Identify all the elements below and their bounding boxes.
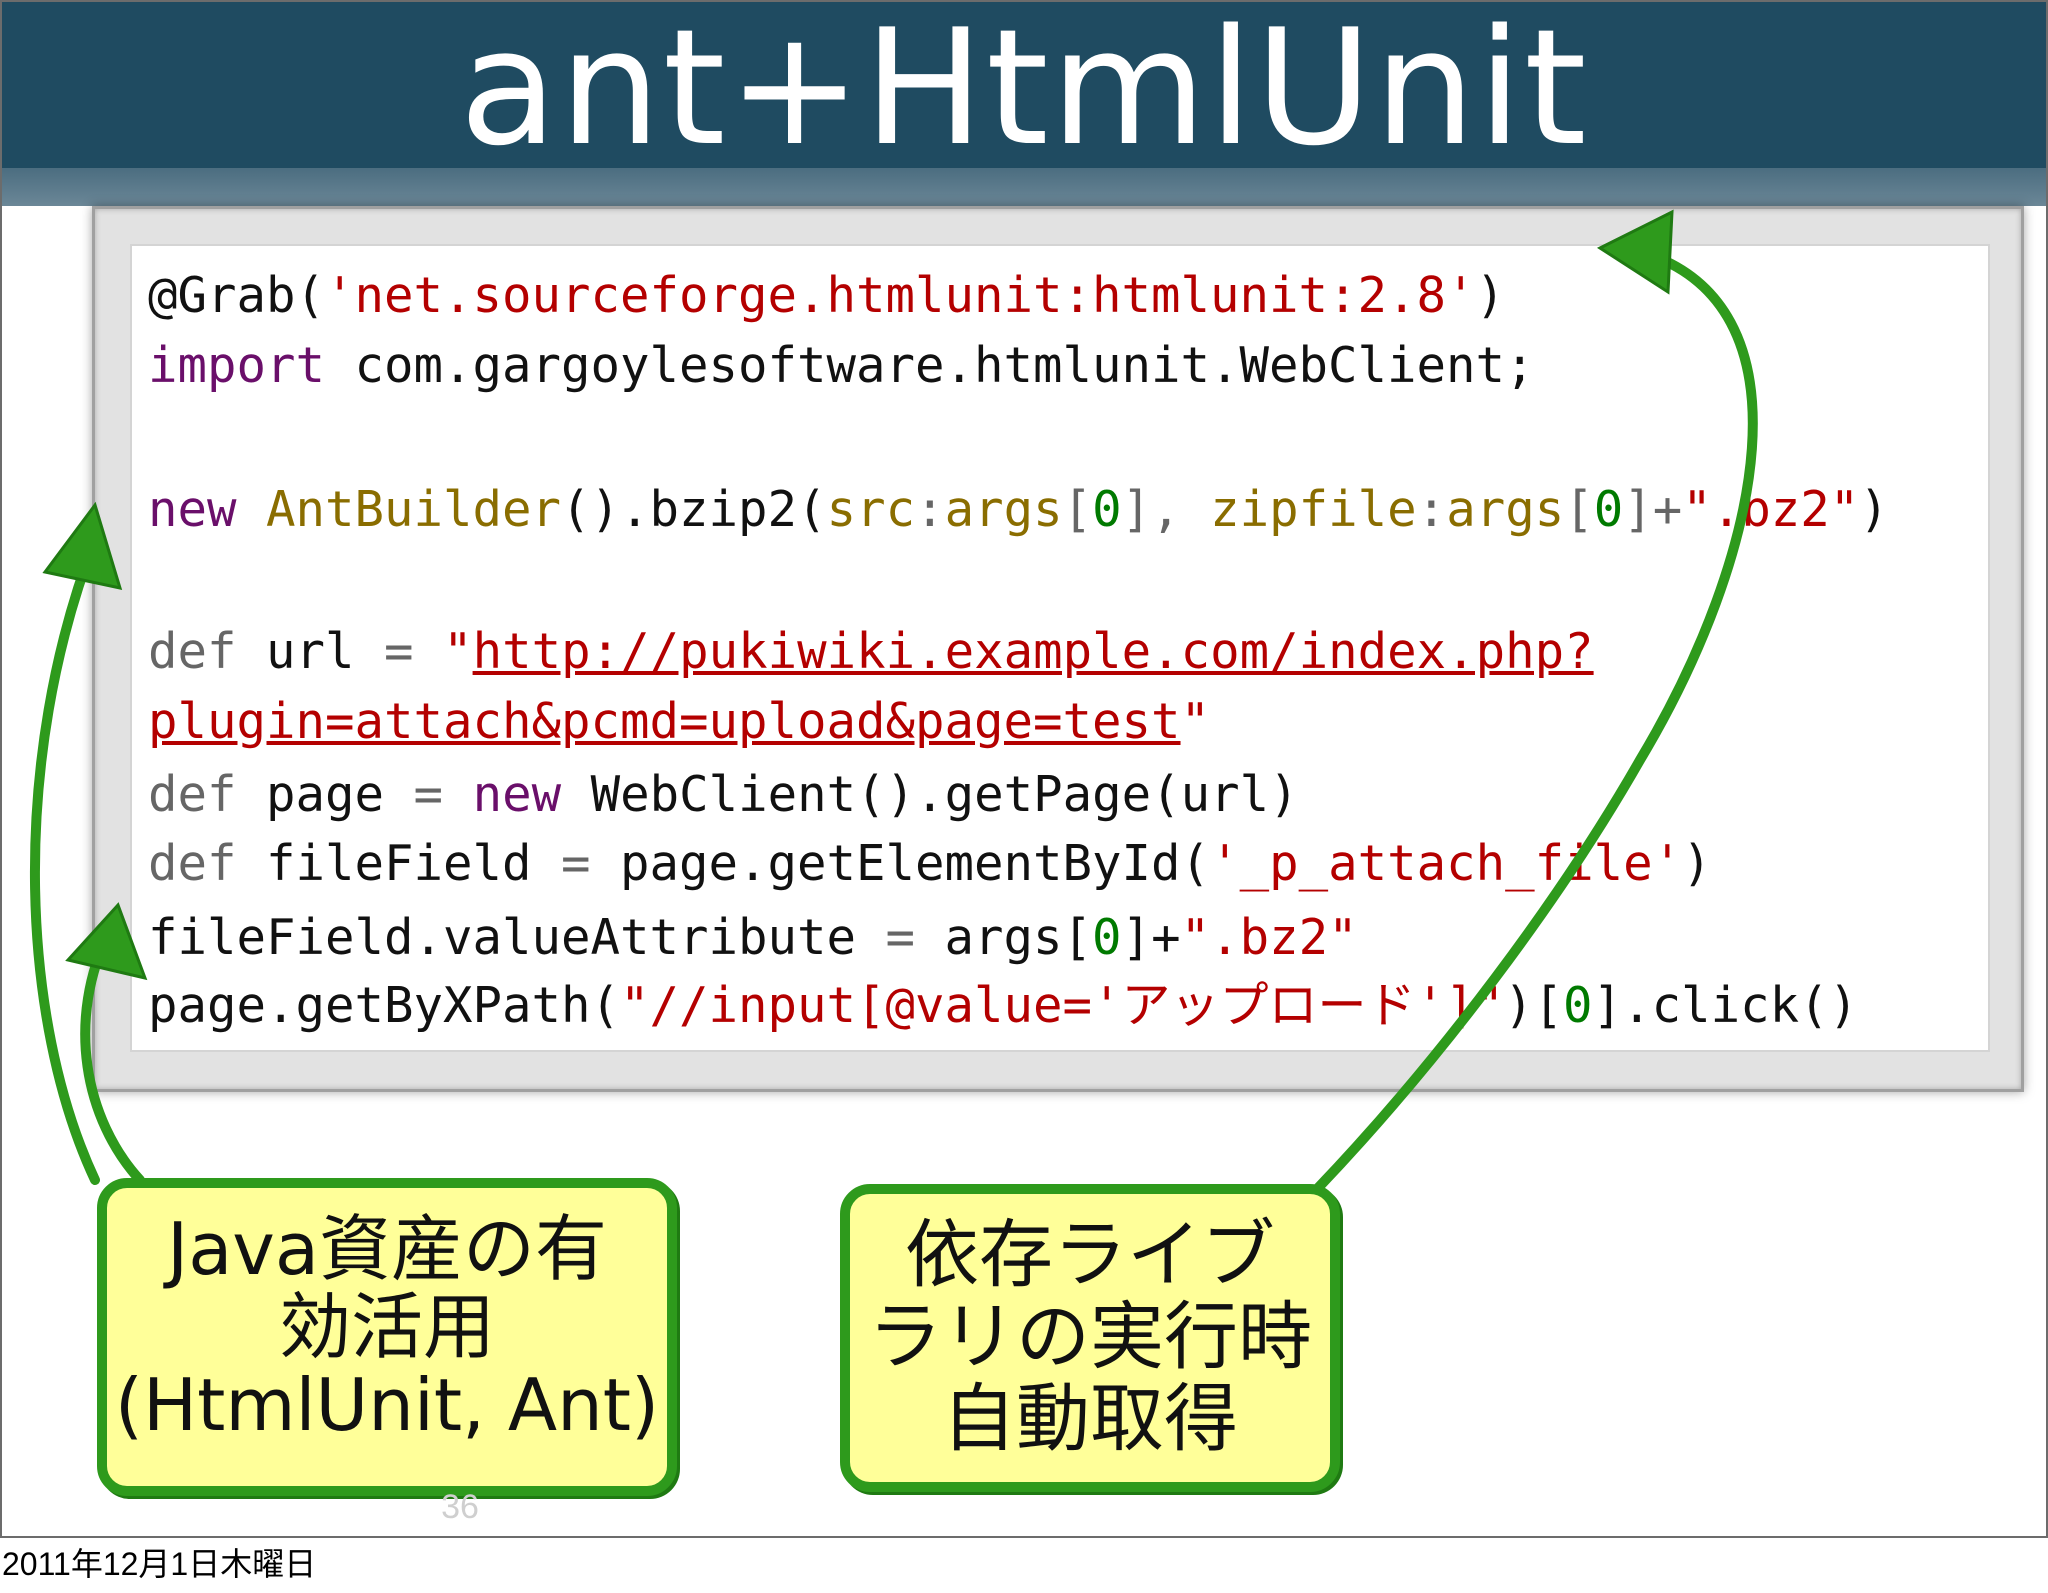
code-punc: = <box>413 766 444 823</box>
code-token <box>414 623 444 680</box>
code-line-url-cont: plugin=attach&pcmd=upload&page=test" <box>148 692 1210 752</box>
code-token: @Grab( <box>148 267 326 324</box>
code-line-click: page.getByXPath("//input[@value='アップロード'… <box>148 976 1858 1036</box>
callout-text: 効活用 <box>278 1285 495 1369</box>
code-token: ) <box>1859 481 1889 538</box>
code-number: 0 <box>1593 481 1624 538</box>
code-punc: ]+ <box>1623 481 1683 538</box>
code-string: ".bz2" <box>1180 909 1358 966</box>
code-number: 0 <box>1092 909 1122 966</box>
code-token: fileField.valueAttribute <box>148 909 886 966</box>
code-arg: src <box>826 481 916 538</box>
code-string: ".bz2" <box>1682 481 1860 538</box>
code-line-url: def url = "http://pukiwiki.example.com/i… <box>148 622 1594 682</box>
code-punc: : <box>915 481 945 538</box>
code-token: ]+ <box>1121 909 1181 966</box>
callout-text: (HtmlUnit, Ant) <box>114 1363 660 1447</box>
code-punc: = <box>384 623 414 680</box>
footer-date: 2011年12月1日木曜日 <box>2 1546 317 1582</box>
code-token <box>443 766 473 823</box>
code-punc: : <box>1416 481 1447 538</box>
title-bar <box>0 0 2048 168</box>
code-number: 0 <box>1092 481 1122 538</box>
code-punc: ], <box>1121 481 1211 538</box>
code-arg: args <box>1446 481 1565 538</box>
code-arg: args <box>944 481 1063 538</box>
code-line-filefield: def fileField = page.getElementById('_p_… <box>148 834 1712 894</box>
code-number: 0 <box>1563 977 1593 1034</box>
code-token: args[ <box>915 909 1093 966</box>
code-token: )[ <box>1504 977 1564 1034</box>
slide: ant+HtmlUnit @Grab('net.sourceforge.html… <box>0 0 2048 1538</box>
code-punc: [ <box>1062 481 1093 538</box>
code-keyword: import <box>148 337 326 394</box>
callout-text: 自動取得 <box>942 1376 1238 1462</box>
code-line-grab: @Grab('net.sourceforge.htmlunit:htmlunit… <box>148 266 1505 326</box>
arrow-java-outer <box>30 535 100 1185</box>
code-string: " <box>1180 693 1211 750</box>
code-keyword: new <box>148 481 237 538</box>
callout-java-assets: Java資産の有 効活用 (HtmlUnit, Ant) <box>97 1178 677 1496</box>
code-line-import: import com.gargoylesoftware.htmlunit.Web… <box>148 336 1535 396</box>
code-string: "//input[@value='アップロード']" <box>620 977 1505 1034</box>
code-def: def <box>148 623 237 680</box>
code-line-value: fileField.valueAttribute = args[0]+".bz2… <box>148 908 1358 968</box>
callout-text: ラリの実行時 <box>868 1294 1312 1380</box>
callout-text: 依存ライブ <box>905 1212 1275 1298</box>
code-token: ) <box>1682 835 1712 892</box>
code-arg: zipfile <box>1210 481 1417 538</box>
code-token: page.getElementById( <box>590 835 1211 892</box>
code-token: com.gargoylesoftware.htmlunit.WebClient; <box>325 337 1535 394</box>
code-line-antbuilder: new AntBuilder().bzip2(src:args[0], zipf… <box>148 480 1889 540</box>
code-keyword: new <box>472 766 562 823</box>
code-token: page.getByXPath( <box>148 977 621 1034</box>
code-token: ().bzip2( <box>561 481 827 538</box>
code-punc: = <box>885 909 916 966</box>
code-def: def <box>148 835 237 892</box>
code-punc: [ <box>1564 481 1594 538</box>
code-string: " <box>443 623 473 680</box>
code-token: WebClient().getPage(url) <box>561 766 1299 823</box>
callout-dependency-fetch: 依存ライブ ラリの実行時 自動取得 <box>840 1184 1340 1492</box>
url-link[interactable]: http://pukiwiki.example.com/index.php? <box>472 623 1594 680</box>
slide-title: ant+HtmlUnit <box>459 0 1589 181</box>
code-token: page <box>236 766 414 823</box>
code-token: fileField <box>236 835 562 892</box>
code-string: 'net.sourceforge.htmlunit:htmlunit:2.8' <box>325 267 1476 324</box>
code-line-page: def page = new WebClient().getPage(url) <box>148 765 1299 825</box>
code-token: ) <box>1475 267 1506 324</box>
code-string: '_p_attach_file' <box>1210 835 1683 892</box>
code-token: ].click() <box>1592 977 1859 1034</box>
code-def: def <box>148 766 237 823</box>
callout-text: Java資産の有 <box>166 1207 608 1291</box>
url-link[interactable]: plugin=attach&pcmd=upload&page=test <box>148 693 1181 750</box>
code-token <box>237 481 267 538</box>
title-underbar <box>0 168 2048 206</box>
code-punc: = <box>561 835 591 892</box>
code-class: AntBuilder <box>266 481 562 538</box>
code-token: url <box>236 623 385 680</box>
slide-number: 36 <box>441 1488 479 1526</box>
